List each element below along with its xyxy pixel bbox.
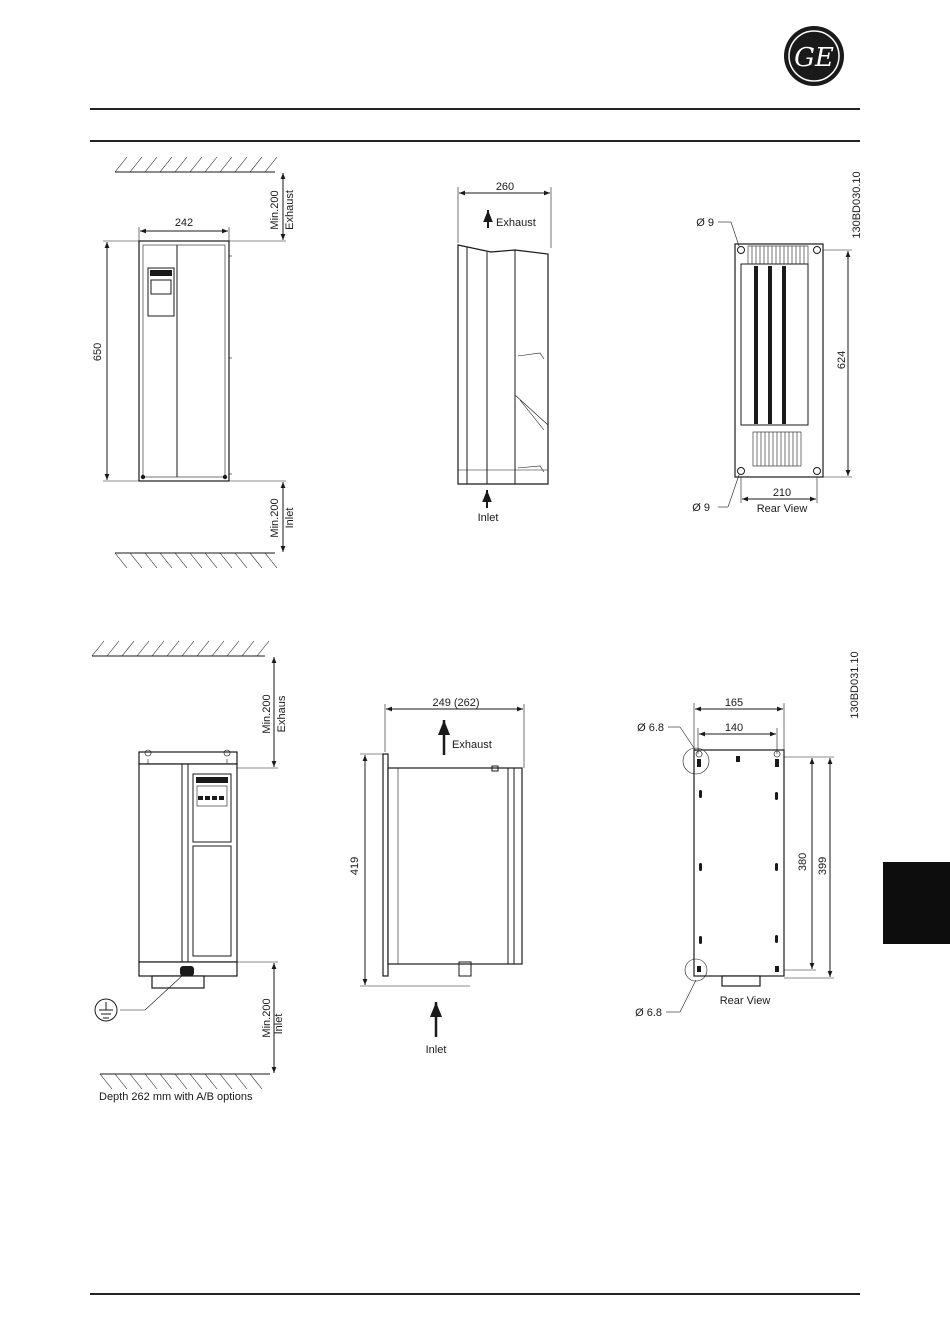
bottom-rear-inner-height-label: 380 [797, 853, 809, 871]
bottom-rear-outer-height-label: 399 [817, 857, 829, 875]
top-rear-view: 130BD030.10 Ø 9 Ø 9 624 [692, 171, 863, 515]
top-rear-hole-top-label: Ø 9 [696, 217, 714, 229]
bottom-rear-hole-bottom-label: Ø 6.8 [635, 1007, 662, 1019]
top-rear-width-label: 210 [773, 487, 791, 499]
top-front-bottom-clearance: Min.200 [269, 498, 281, 537]
top-front-view: 242 650 Min.200 Exhaust Min.200 Inlet [92, 157, 296, 568]
bottom-rear-view: 130BD031.10 Ø 6.8 Ø 6.8 165 140 380 399 … [635, 651, 861, 1019]
top-rear-height-label: 624 [836, 351, 848, 369]
top-side-inlet-label: Inlet [478, 512, 499, 524]
top-front-width-label: 242 [175, 217, 193, 229]
top-side-depth-label: 260 [496, 181, 514, 193]
bottom-side-height-label: 419 [349, 857, 361, 875]
bottom-rear-outer-width-label: 165 [725, 697, 743, 709]
top-front-bottom-label: Inlet [284, 508, 296, 529]
bottom-side-inlet-label: Inlet [426, 1044, 447, 1056]
top-front-top-clearance: Min.200 [269, 190, 281, 229]
bottom-rear-caption: Rear View [720, 995, 771, 1007]
bottom-front-bottom-clearance: Min.200 [261, 998, 273, 1037]
bottom-front-top-clearance: Min.200 [261, 694, 273, 733]
bottom-side-exhaust-label: Exhaust [452, 739, 492, 751]
top-drawing-number: 130BD030.10 [851, 171, 863, 238]
bottom-rear-hole-top-label: Ø 6.8 [637, 722, 664, 734]
top-front-height-label: 650 [92, 343, 104, 361]
logo-text: GE [794, 43, 834, 73]
bottom-front-bottom-label: Inlet [273, 1014, 285, 1035]
bottom-front-top-label: Exhaus [276, 695, 288, 732]
top-rear-hole-bottom-label: Ø 9 [692, 502, 710, 514]
ground-icon [95, 999, 117, 1021]
bottom-rear-inner-width-label: 140 [725, 722, 743, 734]
bottom-side-depth-label: 249 (262) [432, 697, 479, 709]
bottom-side-view: 249 (262) Exhaust 419 Inlet [349, 697, 524, 1056]
bottom-drawing-number: 130BD031.10 [849, 651, 861, 718]
top-rear-caption: Rear View [757, 503, 808, 515]
ge-logo-icon: GE [784, 26, 844, 86]
top-side-view: 260 Exhaust Inlet [458, 181, 551, 524]
top-front-top-label: Exhaust [284, 190, 296, 230]
bottom-front-view: Min.200 Exhaus Min.200 Inlet Depth 262 m… [92, 641, 288, 1103]
top-side-exhaust-label: Exhaust [496, 217, 536, 229]
bottom-front-note: Depth 262 mm with A/B options [99, 1091, 253, 1103]
